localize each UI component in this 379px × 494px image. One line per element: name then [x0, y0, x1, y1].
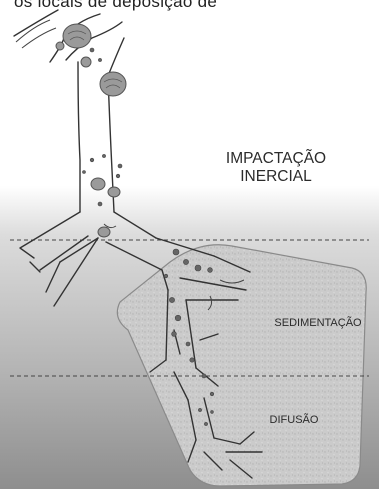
clipped-header-text: os locais de deposição de	[0, 0, 379, 12]
label-sedimentation: SEDIMENTAÇÃO	[262, 317, 374, 330]
label-diffusion: DIFUSÃO	[262, 414, 326, 427]
label-inertial-impaction: IMPACTAÇÃO INERCIAL	[206, 150, 346, 186]
